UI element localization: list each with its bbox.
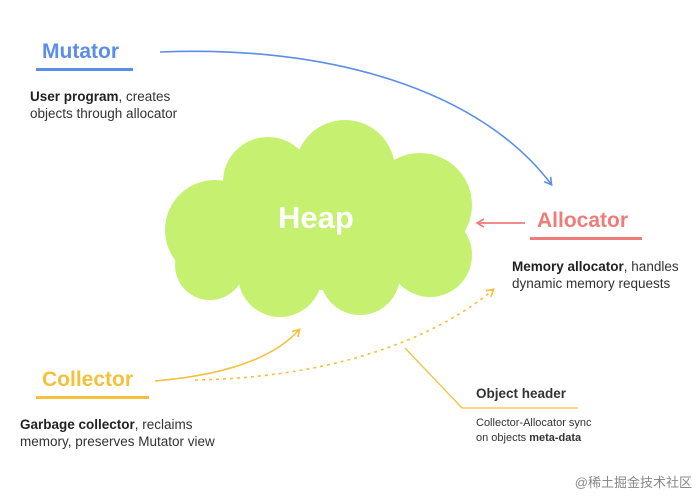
mutator-title: Mutator [42,40,119,63]
collector-desc-line2: memory, preserves Mutator view [20,434,215,449]
heap-cloud [165,120,472,317]
object-header-line2-bold: meta-data [529,432,582,444]
object-header-callout-line [404,347,578,409]
collector-description: Garbage collector, reclaims memory, pres… [20,416,215,450]
mutator-to-allocator-arrow [159,50,553,187]
mutator-description: User program, creates objects through al… [30,88,177,122]
collector-to-allocator-dotted-arrow [194,288,496,381]
allocator-desc-bold: Memory allocator [512,259,624,274]
heap-label: Heap [278,200,354,235]
object-header-line1: Collector-Allocator sync [476,417,592,429]
object-header-description: Collector-Allocator sync on objects meta… [476,416,592,446]
mutator-underline [36,68,133,71]
allocator-desc-line2: dynamic memory requests [512,276,671,291]
allocator-description: Memory allocator, handles dynamic memory… [512,258,679,292]
object-header-line2-pre: on objects [476,432,530,444]
collector-desc-rest: , reclaims [134,417,193,432]
collector-underline [36,396,149,399]
mutator-desc-line2: objects through allocator [30,106,178,121]
mutator-desc-rest: , creates [118,89,171,104]
object-header-title: Object header [476,386,567,401]
collector-title: Collector [42,368,134,391]
allocator-desc-rest: , handles [623,259,679,274]
collector-desc-bold: Garbage collector [20,417,135,432]
allocator-underline [530,237,642,240]
mutator-desc-bold: User program [30,89,119,104]
watermark: @稀土掘金技术社区 [574,475,692,490]
collector-to-heap-arrow [154,328,301,382]
allocator-title: Allocator [537,209,629,232]
